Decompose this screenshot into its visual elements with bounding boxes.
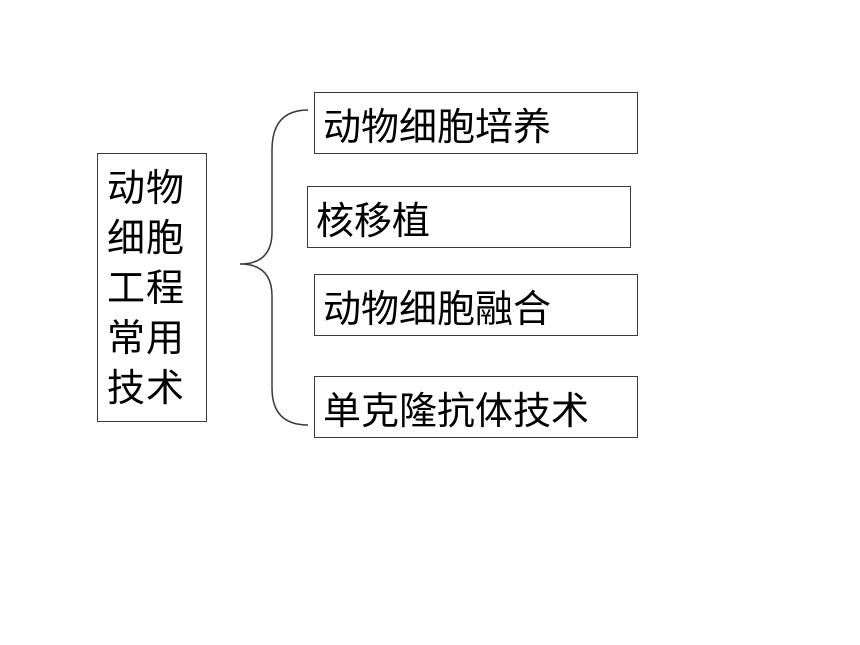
- curly-brace-path: [239, 109, 309, 426]
- root-line-5: 技术: [107, 366, 186, 410]
- branch-label: 动物细胞融合: [323, 286, 552, 331]
- branch-box-nuclear-transfer: 核移植: [307, 186, 631, 248]
- branch-box-animal-cell-culture: 动物细胞培养: [314, 92, 638, 154]
- root-line-3: 工程: [107, 266, 186, 310]
- branch-label: 动物细胞培养: [323, 104, 552, 149]
- branch-box-animal-cell-fusion: 动物细胞融合: [314, 274, 638, 336]
- root-line-4: 常用: [107, 316, 186, 360]
- branch-label: 核移植: [316, 198, 431, 243]
- root-line-1: 动物: [107, 166, 186, 210]
- branch-label: 单克隆抗体技术: [323, 388, 590, 433]
- root-line-2: 细胞: [107, 216, 186, 260]
- branch-box-monoclonal-antibody: 单克隆抗体技术: [314, 376, 638, 438]
- root-concept-box: 动物 细胞 工程 常用 技术: [97, 153, 207, 422]
